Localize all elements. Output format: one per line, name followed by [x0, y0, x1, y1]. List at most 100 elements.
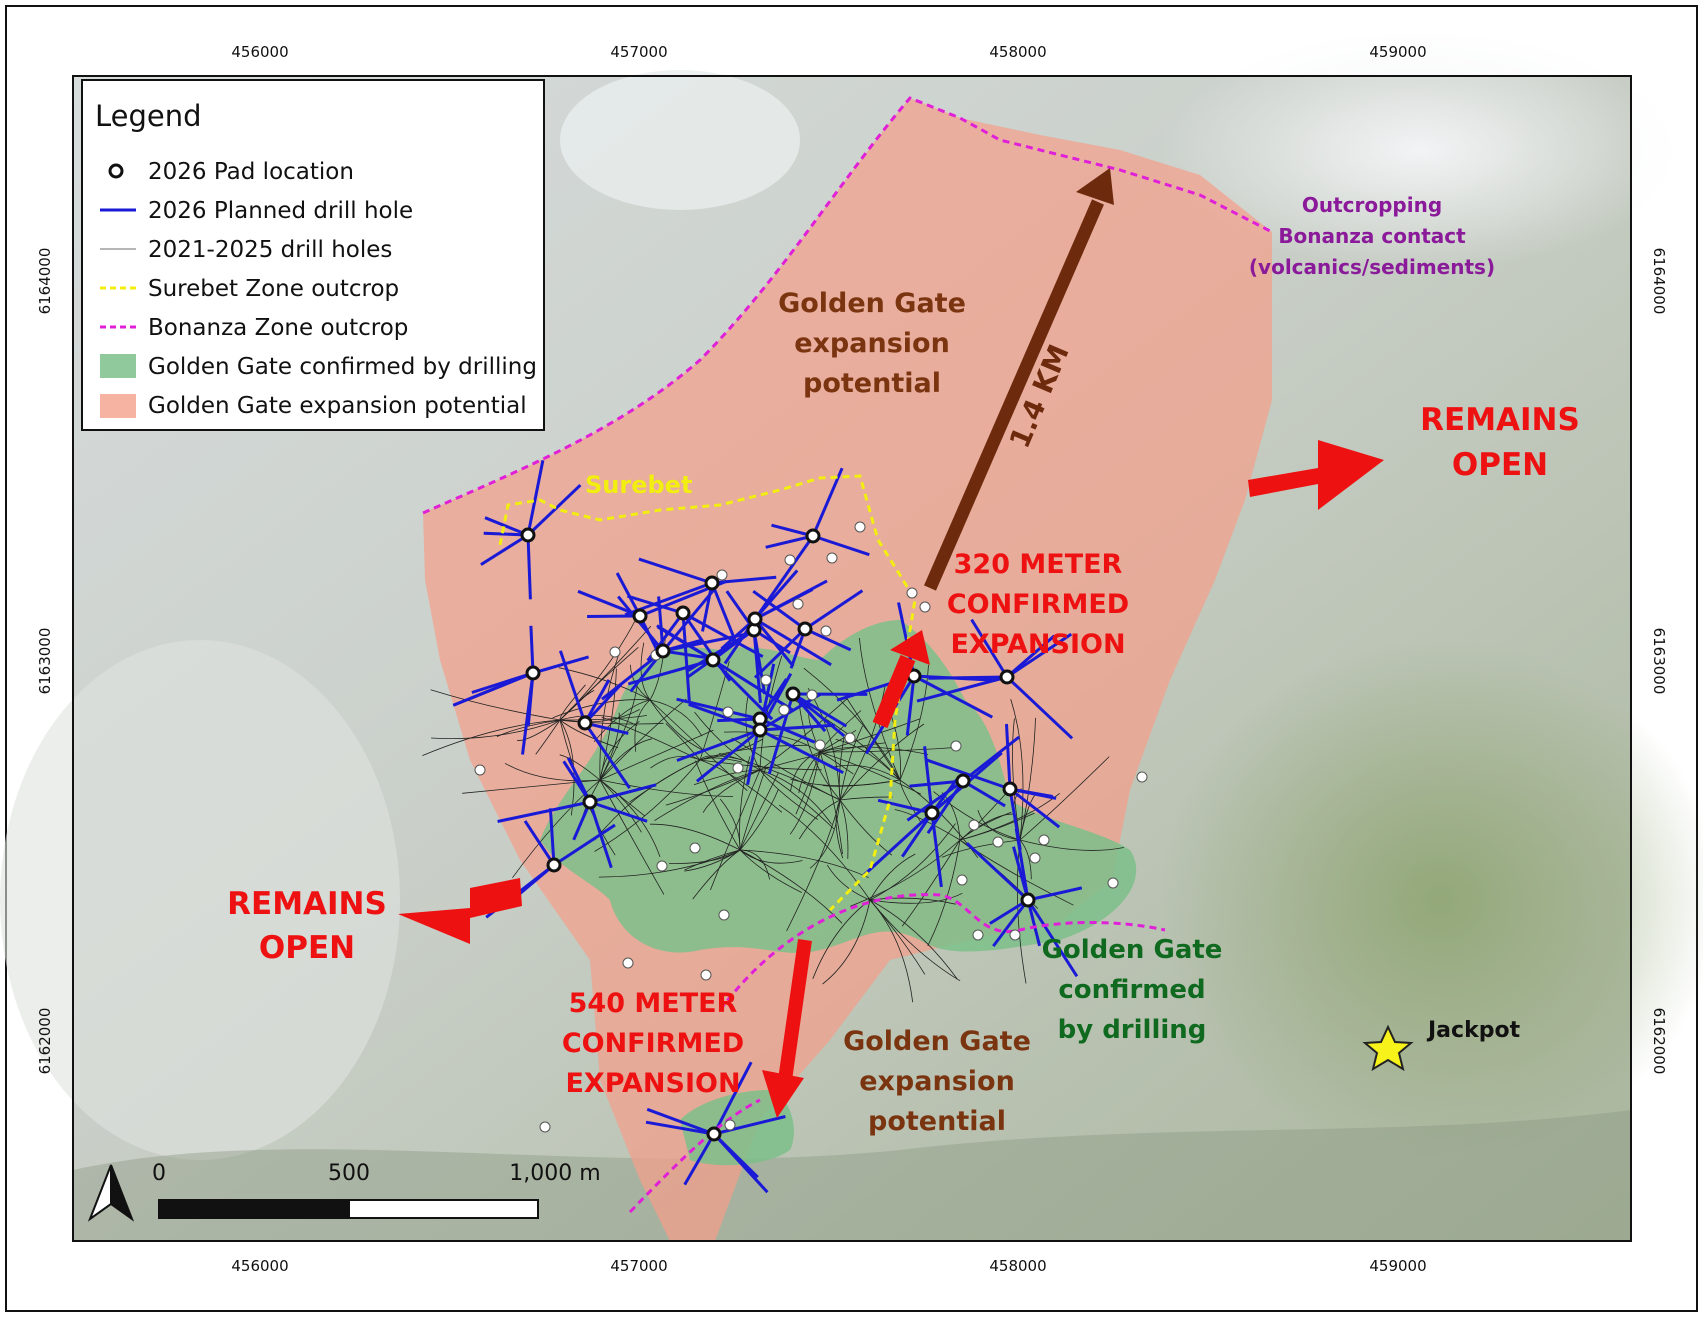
past-collar — [609, 646, 621, 658]
planned-drill-hole — [712, 1132, 759, 1179]
planned-drill-hole — [484, 516, 529, 537]
planned-drill-hole — [676, 728, 761, 762]
planned-drill-hole — [682, 611, 764, 658]
past-drill-hole — [819, 747, 954, 753]
scale-bar: 0 500 1,000 m — [152, 1161, 601, 1219]
planned-drill-hole — [688, 702, 761, 732]
svg-text:expansion: expansion — [794, 328, 950, 359]
planned-drill-hole — [710, 582, 737, 643]
past-drill-hole — [977, 809, 1021, 841]
planned-drill-hole — [548, 808, 556, 866]
past-drill-hole — [599, 698, 687, 781]
past-drill-hole — [1019, 839, 1124, 851]
past-collar — [1136, 771, 1148, 783]
planned-drill-hole — [754, 617, 832, 667]
planned-drill-hole — [587, 614, 641, 618]
past-drill-hole — [512, 779, 601, 879]
planned-drill-hole — [1006, 632, 1073, 679]
pad-location — [525, 665, 541, 681]
past-collar — [1107, 877, 1119, 889]
planned-drill-hole — [928, 675, 1008, 680]
svg-text:459000: 459000 — [1369, 43, 1426, 61]
past-drill-hole — [839, 796, 893, 801]
planned-drill-hole — [589, 800, 648, 823]
past-drill-hole — [739, 849, 869, 879]
past-drill-hole — [723, 731, 821, 753]
past-collar — [700, 969, 712, 981]
past-drill-hole — [594, 759, 701, 852]
past-drill-hole — [599, 779, 665, 895]
past-drill-hole — [599, 655, 619, 781]
past-drill-hole — [684, 849, 741, 872]
past-drill-hole — [692, 849, 741, 900]
pad-location — [955, 773, 971, 789]
bottom-axis: 456000 457000 458000 459000 — [231, 1257, 1426, 1275]
past-collar — [732, 762, 744, 774]
planned-drill-hole — [1009, 787, 1057, 800]
past-drill-holes — [422, 608, 1124, 1003]
past-drill-hole — [649, 699, 703, 737]
past-collar — [950, 740, 962, 752]
past-drill-hole — [695, 760, 741, 851]
past-drill-hole — [599, 779, 642, 833]
past-drill-hole — [790, 751, 821, 792]
surebet-label: Surebet — [585, 471, 692, 499]
pad-location — [747, 611, 763, 627]
arrow-1-4km — [924, 168, 1114, 591]
past-drill-hole — [745, 695, 761, 771]
past-drill-hole — [430, 689, 561, 721]
star-icon — [1362, 1024, 1414, 1072]
planned-drill-hole — [526, 484, 582, 537]
past-drill-hole — [833, 764, 901, 781]
past-collar — [724, 1119, 736, 1131]
past-collar — [622, 957, 634, 969]
past-collar — [814, 739, 826, 751]
planned-drill-hole — [877, 798, 933, 815]
remains-open-east-label: REMAINS OPEN — [1420, 402, 1580, 483]
past-collar — [968, 819, 980, 831]
planned-drill-hole — [657, 596, 665, 652]
past-drill-hole — [598, 849, 741, 878]
past-drill-hole — [1019, 839, 1032, 880]
svg-text:6163000: 6163000 — [1650, 628, 1668, 695]
legend-item-bonanza: Bonanza Zone outcrop — [148, 315, 408, 341]
planned-drill-hole — [656, 624, 714, 662]
past-collar — [844, 732, 856, 744]
past-drill-hole — [634, 699, 651, 752]
past-drill-hole — [803, 667, 901, 781]
past-drill-hole — [599, 712, 620, 781]
past-drill-hole — [504, 762, 601, 782]
pad-location — [924, 805, 940, 821]
bonanza-contact-label: Outcropping Bonanza contact (volcanics/s… — [1249, 193, 1495, 279]
svg-text:REMAINS: REMAINS — [227, 886, 387, 922]
planned-drill-hole — [754, 588, 814, 621]
past-drill-hole — [559, 690, 595, 721]
past-drill-hole — [699, 744, 808, 761]
past-drill-hole — [739, 849, 802, 893]
planned-drill-hole — [713, 1115, 786, 1136]
past-drill-hole — [839, 799, 849, 859]
planned-drill-hole — [1006, 634, 1056, 679]
expansion-320-label: 320 METER CONFIRMED EXPANSION — [947, 549, 1129, 660]
planned-drill-hole — [1012, 846, 1030, 901]
pad-location — [632, 608, 648, 624]
legend-item-past: 2021-2025 drill holes — [148, 237, 392, 263]
past-collar — [474, 764, 486, 776]
pad-location — [1020, 892, 1036, 908]
past-collar — [760, 674, 772, 686]
past-collar — [826, 552, 838, 564]
past-collar — [792, 598, 804, 610]
expansion-540-label: 540 METER CONFIRMED EXPANSION — [562, 988, 744, 1099]
planned-drill-hole — [532, 655, 590, 675]
planned-drill-hole — [661, 587, 717, 652]
past-drill-hole — [809, 799, 841, 869]
planned-drill-hole — [583, 722, 631, 789]
planned-drill-hole — [695, 728, 761, 783]
past-drill-hole — [559, 719, 619, 749]
pad-location — [704, 575, 720, 591]
svg-text:REMAINS: REMAINS — [1420, 402, 1580, 438]
planned-drill-hole — [645, 1120, 715, 1136]
planned-drill-hole — [1009, 787, 1061, 829]
svg-text:457000: 457000 — [610, 1257, 667, 1275]
